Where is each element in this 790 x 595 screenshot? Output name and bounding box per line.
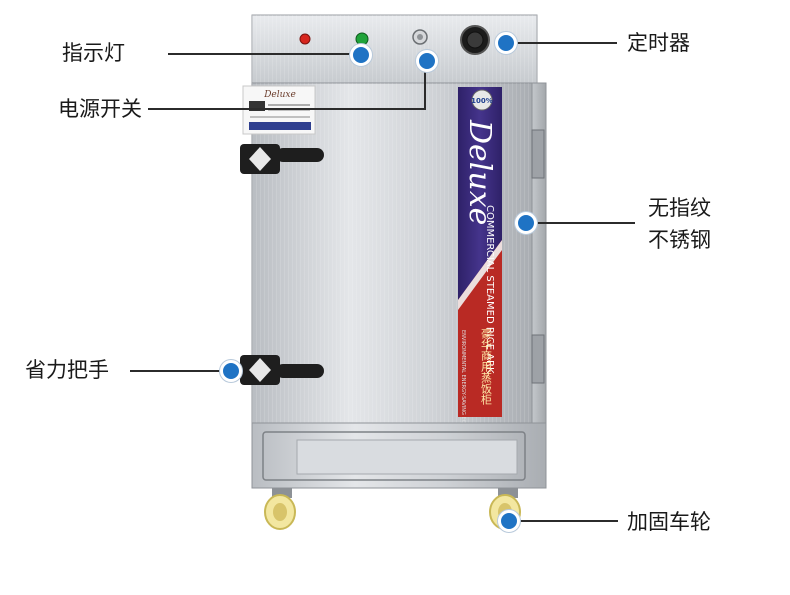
power-switch-label: 电源开关 [58, 97, 142, 121]
indicator-leader-line [168, 53, 358, 55]
timer-dot [495, 32, 517, 54]
indicator-label: 指示灯 [62, 41, 125, 65]
stainless-leader-line [525, 222, 635, 224]
stainless-label-line1: 无指纹 [648, 196, 711, 220]
handle-label: 省力把手 [25, 358, 109, 382]
door-hinge-bottom [531, 334, 545, 384]
door-handle-bottom [240, 355, 324, 385]
commercial-text: COMMERCIAL STEAMED RICE ARK [484, 205, 495, 374]
door-hinge-top [531, 129, 545, 179]
base-panel-inset [262, 431, 526, 481]
power-switch-leader-line-v [424, 60, 426, 110]
timer-label: 定时器 [627, 31, 690, 55]
wheels-dot [498, 510, 520, 532]
chinese-product-name: 豪华商用蒸饭柜 [480, 327, 493, 406]
brand-strip-red-accent [458, 240, 502, 417]
caster-wheel-left [264, 488, 296, 530]
timer-leader-line [505, 42, 617, 44]
badge-100 [471, 89, 493, 111]
red-indicator-light [299, 33, 311, 45]
door-handle-top [240, 144, 324, 174]
power-switch-dot [416, 50, 438, 72]
badge-text: 100% [471, 97, 493, 105]
handle-dot [220, 360, 242, 382]
wheels-label: 加固车轮 [627, 510, 711, 534]
wheels-leader-line [510, 520, 618, 522]
stainless-dot [515, 212, 537, 234]
sticker-brand-text: Deluxe [263, 90, 296, 100]
indicator-dot [350, 44, 372, 66]
environmental-text: ENVIRONMENTAL ENERGY-SAVING EQUIPMENT [460, 330, 466, 447]
handle-leader-line [130, 370, 230, 372]
stainless-label-line2: 不锈钢 [648, 228, 711, 252]
power-switch-leader-line-h [148, 108, 426, 110]
brand-script-text: Deluxe [462, 119, 497, 225]
